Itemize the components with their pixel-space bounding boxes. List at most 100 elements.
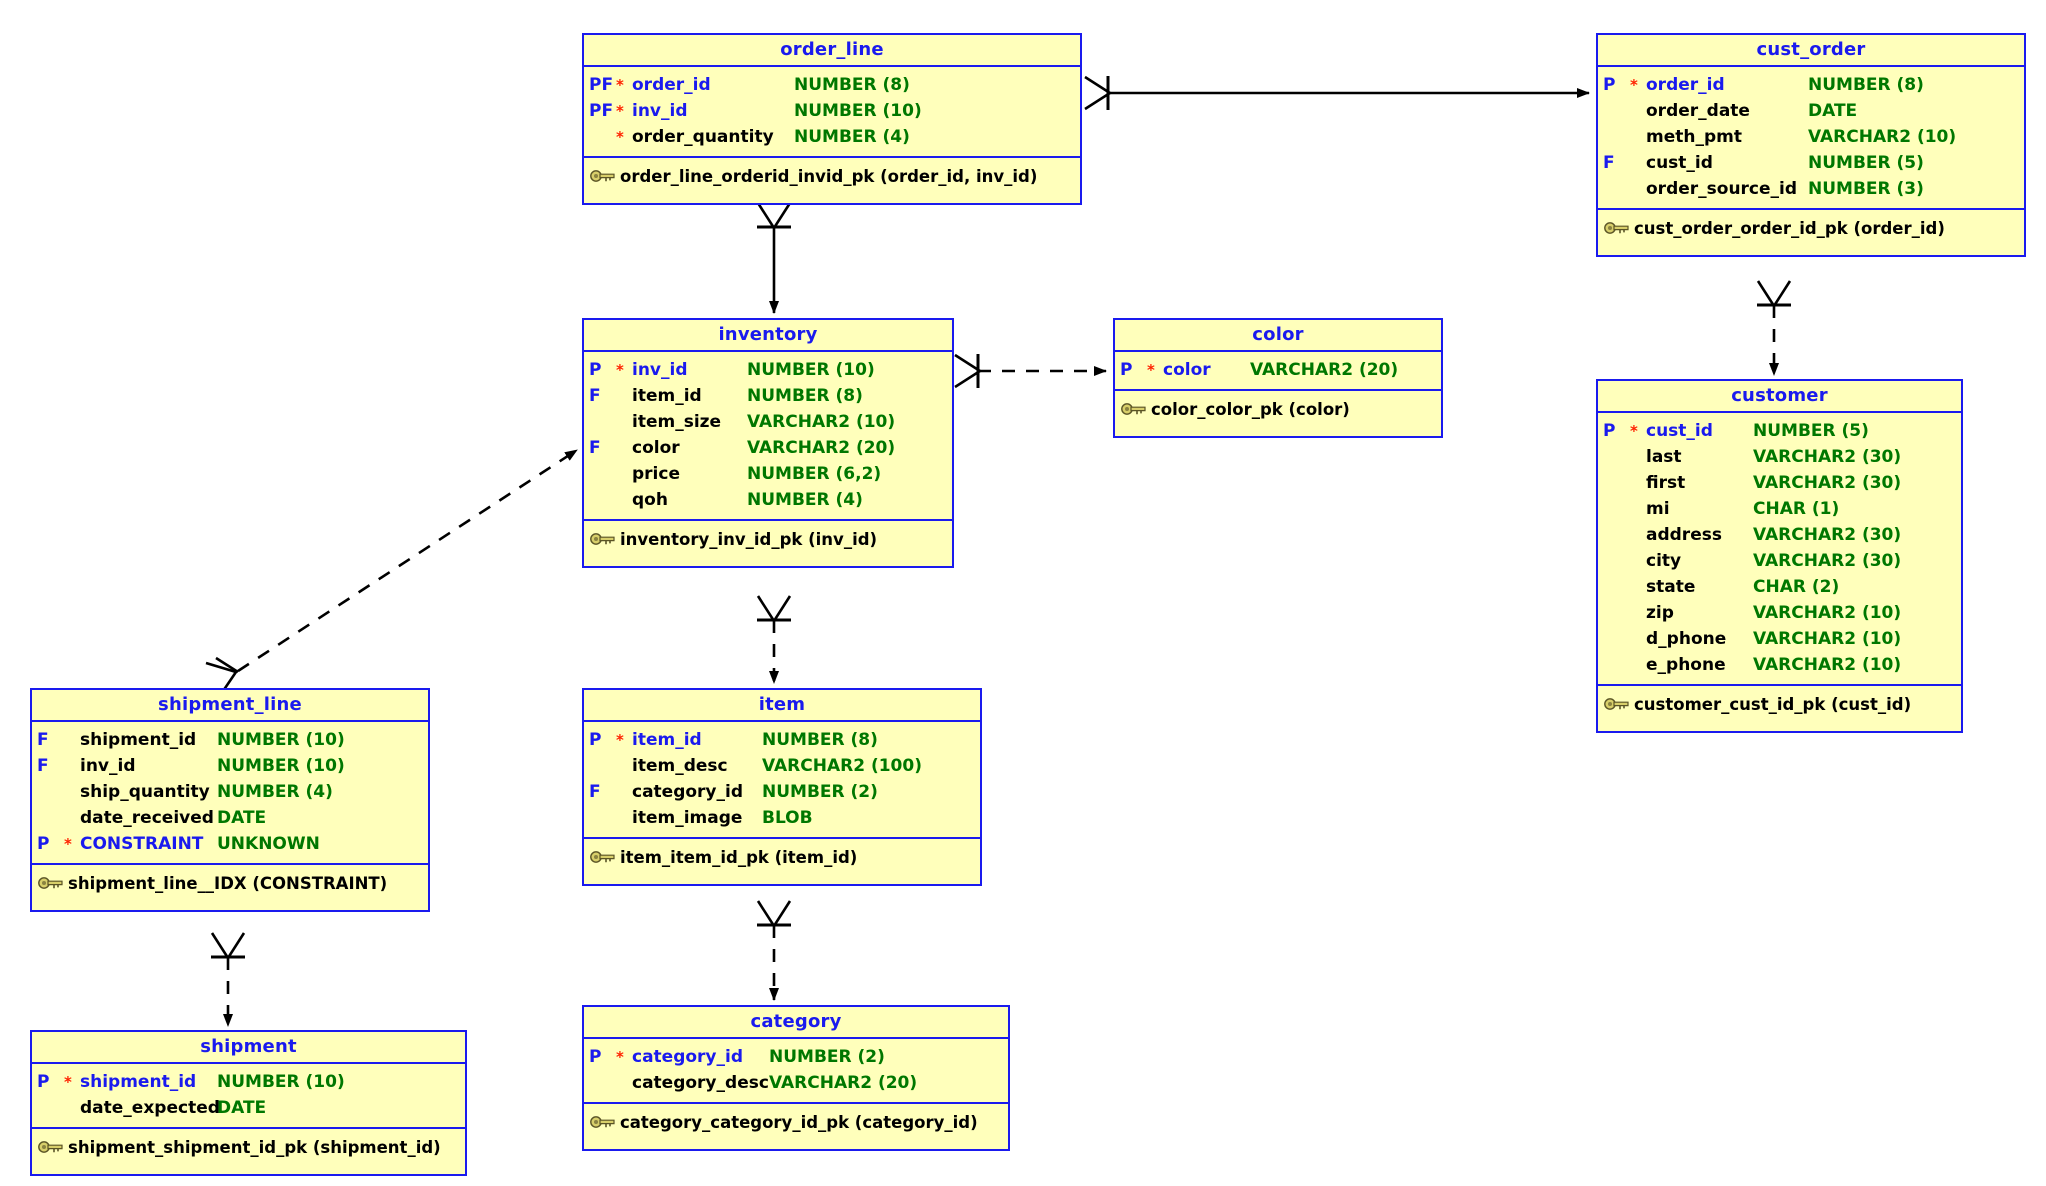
entity-title-order_line: order_line [584,35,1080,67]
key-list: shipment_shipment_id_pk (shipment_id) [32,1129,465,1174]
relationship-order_line-inventory [756,202,792,314]
key-icon [590,849,616,867]
key-row[interactable]: inventory_inv_id_pk (inv_id) [584,526,952,552]
attribute-name: shipment_id [80,730,197,750]
mandatory-marker-icon: * [64,835,72,853]
attribute-name: city [1646,551,1682,571]
mandatory-marker-icon: * [1630,422,1638,440]
key-row[interactable]: order_line_orderid_invid_pk (order_id, i… [584,163,1080,189]
attribute-name: item_desc [632,756,728,776]
key-icon [1604,220,1630,238]
key-row[interactable]: color_color_pk (color) [1115,396,1441,422]
key-row[interactable]: category_category_id_pk (category_id) [584,1109,1008,1135]
key-row[interactable]: cust_order_order_id_pk (order_id) [1598,215,2024,241]
mandatory-marker-icon: * [64,1073,72,1091]
entity-title-shipment_line: shipment_line [32,690,428,722]
attribute-name: item_size [632,412,722,432]
key-label: shipment_shipment_id_pk (shipment_id) [68,1137,441,1157]
key-row[interactable]: customer_cust_id_pk (cust_id) [1598,691,1961,717]
attribute-key-flag: F [37,730,49,750]
attribute-name: order_source_id [1646,179,1798,199]
attribute-datatype: DATE [217,1098,267,1118]
key-row[interactable]: item_item_id_pk (item_id) [584,844,980,870]
attribute-name: inv_id [80,756,136,776]
key-list: category_category_id_pk (category_id) [584,1104,1008,1149]
attribute-name: first [1646,473,1686,493]
attribute-name: state [1646,577,1696,597]
attribute-row[interactable]: first VARCHAR2 (30) [1598,470,1961,496]
attribute-name: order_id [632,75,711,95]
attribute-name: item_image [632,808,743,828]
attribute-datatype: VARCHAR2 (30) [1753,551,1902,571]
key-row[interactable]: shipment_shipment_id_pk (shipment_id) [32,1134,465,1160]
attribute-datatype: VARCHAR2 (30) [1753,473,1902,493]
key-icon [590,1114,616,1132]
attribute-datatype: VARCHAR2 (10) [1808,127,1957,147]
attribute-datatype: NUMBER (6,2) [747,464,882,484]
attribute-name: qoh [632,490,668,510]
attribute-datatype: NUMBER (4) [747,490,863,510]
entity-title-color: color [1115,320,1441,352]
attribute-datatype: NUMBER (8) [794,75,910,95]
key-label: item_item_id_pk (item_id) [620,847,858,867]
attribute-row[interactable]: qoh NUMBER (4) [584,487,952,513]
key-icon [590,531,616,549]
key-row[interactable]: shipment_line__IDX (CONSTRAINT) [32,870,428,896]
attribute-row[interactable]: city VARCHAR2 (30) [1598,548,1961,574]
attribute-key-flag: P [589,1047,602,1067]
attribute-key-flag: F [1603,153,1615,173]
attribute-name: d_phone [1646,629,1727,649]
relationship-shipment_line-shipment [210,932,246,1027]
attribute-datatype: NUMBER (4) [217,782,333,802]
attribute-datatype: VARCHAR2 (10) [1753,655,1902,675]
attribute-key-flag: PF [589,75,614,95]
